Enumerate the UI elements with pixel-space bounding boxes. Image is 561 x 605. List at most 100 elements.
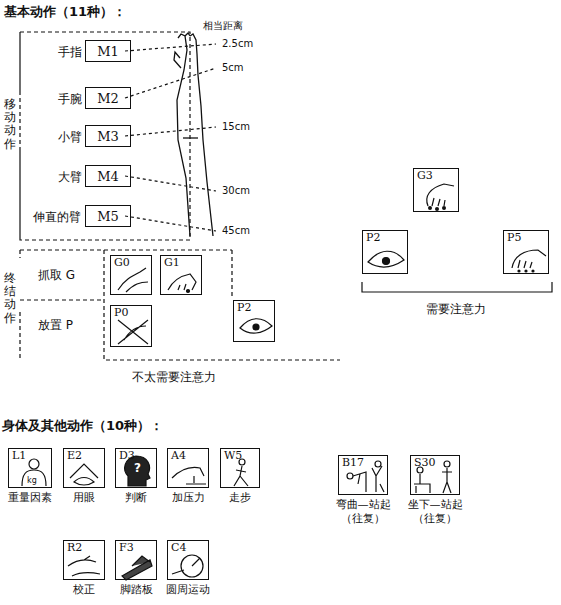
hand-symbol: [118, 268, 148, 292]
motion-box: M5: [85, 205, 131, 227]
motion-code: M5: [86, 209, 130, 224]
motion-code: G1: [164, 257, 180, 269]
eye-symbol: [240, 319, 272, 333]
motion-box: M3: [85, 125, 131, 147]
motion-code: M2: [86, 91, 130, 106]
text-label: 抓取 G: [38, 268, 75, 282]
text-label: 手腕: [58, 92, 82, 106]
text-label: kg: [27, 476, 37, 486]
symbol-box: G1: [160, 255, 202, 295]
cross-symbol: [118, 320, 148, 344]
motion-code: S30: [414, 457, 436, 469]
symbol-box: S30坐下—站起（往复）: [410, 455, 460, 495]
text-label: 不太需要注意力: [132, 370, 216, 384]
motion-code: P2: [366, 232, 380, 244]
eye-symbol: [368, 251, 404, 267]
object-dot: [428, 206, 446, 211]
motion-code: F3: [119, 542, 134, 554]
text-label: 30cm: [222, 185, 250, 197]
motion-caption: （往复）: [413, 512, 457, 526]
symbol-box: P2: [362, 230, 408, 274]
motion-code: W5: [224, 450, 242, 462]
motion-caption: 用眼: [73, 491, 95, 505]
text-label: 身体及其他动作（10种）：: [2, 418, 163, 434]
bend-symbol: [347, 473, 353, 479]
text-label: 45cm: [222, 225, 250, 237]
bend-symbol: [353, 466, 384, 492]
motion-box: M4: [85, 165, 131, 187]
text-label: 需要注意力: [426, 302, 486, 316]
text-label: 放置 P: [38, 318, 73, 332]
dashed-frame: [20, 32, 340, 360]
symbol-box: W5走步: [220, 448, 260, 488]
motion-caption: 脚踏板: [120, 583, 153, 597]
symbol-box: F3脚踏板: [115, 540, 157, 580]
eye-symbol: [383, 258, 390, 265]
motion-code: M3: [86, 129, 130, 144]
motion-caption: 加压力: [172, 491, 205, 505]
motion-box: M1: [85, 40, 131, 62]
motion-caption: 重量因素: [8, 491, 52, 505]
motion-code: G0: [114, 257, 130, 269]
motion-code: L1: [12, 450, 26, 462]
text-label: 大臂: [58, 170, 82, 184]
motion-code: P2: [237, 302, 251, 314]
vertical-label: 移动动作: [4, 98, 16, 151]
text-label: ?: [134, 461, 141, 475]
sit-symbol: [444, 461, 450, 467]
crank-symbol: [172, 558, 200, 574]
vertical-label: 终结动作: [4, 272, 16, 325]
object-dot: [187, 290, 190, 293]
text-label: 手指: [58, 45, 82, 59]
motion-box: M2: [85, 87, 131, 109]
press-symbol: [172, 467, 206, 484]
motion-code: R2: [67, 542, 82, 554]
symbol-box: E2用眼: [63, 448, 105, 488]
motion-caption: 走步: [229, 491, 251, 505]
text-label: 相当距离: [203, 20, 243, 32]
symbol-box: R2校正: [63, 540, 105, 580]
symbol-box: B17弯曲—站起（往复）: [338, 455, 388, 495]
arm-drawing: [174, 33, 213, 236]
walk-symbol: [234, 466, 248, 486]
text-label: 小臂: [58, 130, 82, 144]
motion-code: P0: [114, 307, 128, 319]
motion-caption: 校正: [73, 583, 95, 597]
hand-symbol: [168, 274, 196, 290]
motion-caption: 判断: [125, 491, 147, 505]
symbol-box: G0: [110, 255, 152, 295]
symbol-box: P0: [110, 305, 152, 347]
motion-code: C4: [171, 542, 186, 554]
motion-caption: 弯曲—站起: [336, 498, 391, 512]
motion-code: P5: [507, 232, 521, 244]
motion-caption: 坐下—站起: [408, 498, 463, 512]
motion-caption: （往复）: [341, 512, 385, 526]
motion-code: E2: [67, 450, 82, 462]
motion-caption: 圆周运动: [166, 583, 210, 597]
eye-symbol: [70, 464, 98, 485]
object-dot: [517, 269, 534, 272]
person-symbol: [22, 470, 46, 486]
bracket: [362, 282, 552, 292]
motion-code: B17: [342, 457, 364, 469]
motion-code: D3: [119, 450, 135, 462]
text-label: 伸直的臂: [33, 210, 81, 224]
symbol-box: C4圆周运动: [167, 540, 209, 580]
adjust-symbol: [68, 556, 100, 576]
text-label: 基本动作（11种）：: [4, 4, 126, 20]
sit-symbol: [414, 474, 430, 493]
person-symbol: [29, 459, 39, 469]
hand-symbol: [427, 184, 454, 206]
motion-code: M1: [86, 44, 130, 59]
pedal-symbol: [122, 556, 152, 580]
symbol-box: P5: [503, 230, 549, 274]
text-label: 2.5cm: [222, 38, 253, 50]
hand-symbol: [512, 250, 546, 268]
text-label: 15cm: [222, 121, 250, 133]
bend-symbol: [375, 461, 381, 467]
motion-code: M4: [86, 169, 130, 184]
eye-symbol: [253, 324, 259, 330]
symbol-box: A4加压力: [167, 448, 209, 488]
motion-code: G3: [417, 170, 433, 182]
